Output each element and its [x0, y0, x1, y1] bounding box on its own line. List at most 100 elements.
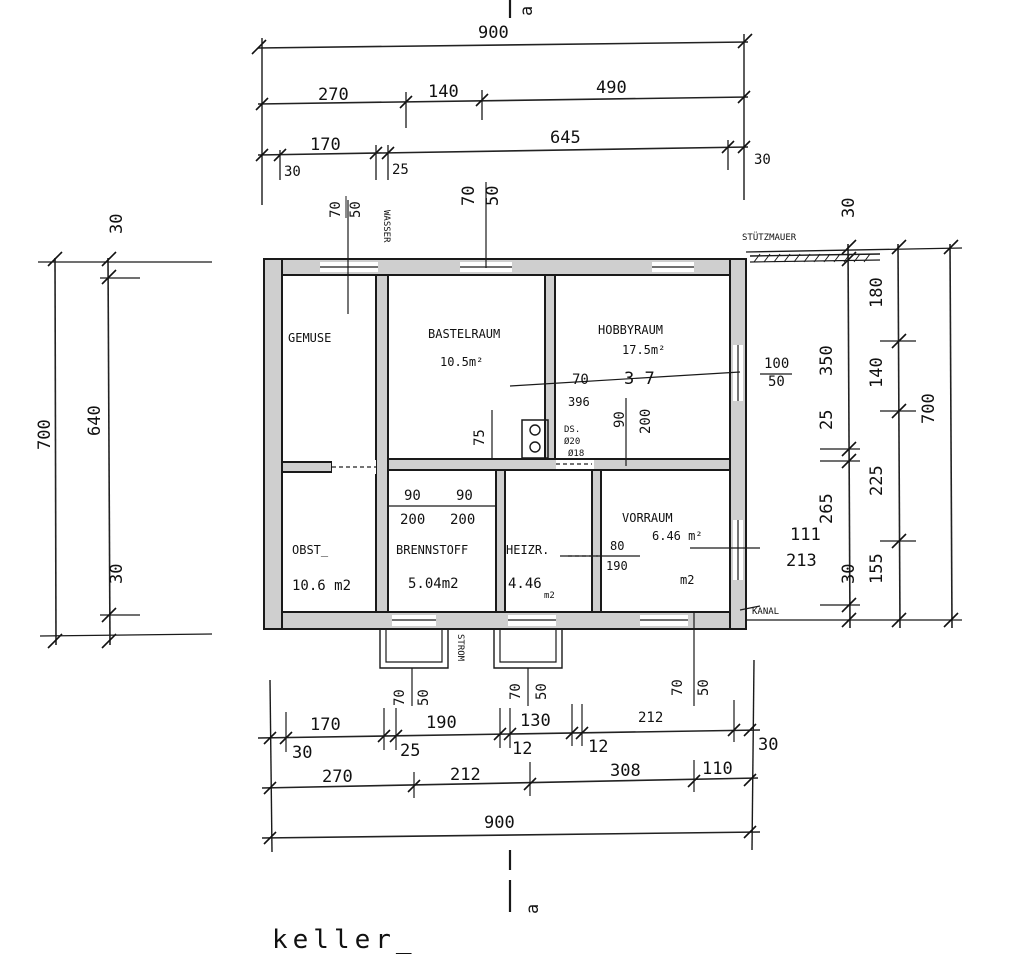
- dim-right-inner-3: 265: [817, 493, 837, 524]
- label-strom: STROM: [455, 634, 465, 662]
- win-gemuese-w: 70: [328, 201, 344, 218]
- top-dimensions: 900 270 140 490 170 645 30 25 30: [251, 23, 771, 205]
- dim-bottom-row1-d: 212: [638, 710, 663, 726]
- dim-top-row1-b: 140: [428, 82, 459, 102]
- room-vorraum-name: VORRAUM: [622, 511, 673, 525]
- section-marker-bottom-label: a: [523, 904, 543, 914]
- room-heizraum-area: 4.46: [508, 576, 542, 592]
- dim-bottom-row2-d: 110: [702, 759, 733, 779]
- dim-top-row2-a: 170: [310, 135, 341, 155]
- win-bastel-h: 50: [483, 186, 503, 206]
- right-dimensions: 700 180 140 225 155 350 25 265 30 30: [745, 198, 963, 629]
- dim-top-small-c: 30: [754, 152, 771, 168]
- room-heizraum-unit: m2: [544, 591, 555, 601]
- room-vorraum-unit: m2: [680, 573, 694, 587]
- win-vor-w: 70: [670, 679, 686, 696]
- room-gemuese-name: GEMUSE: [288, 331, 331, 345]
- section-marker-bottom: a: [508, 850, 543, 914]
- label-ds: DS.: [564, 425, 580, 435]
- dim-top-small-a: 30: [284, 164, 301, 180]
- win-heiz-w: 70: [508, 683, 524, 700]
- d-brenn-h: 200: [450, 512, 475, 528]
- dim-right-overall: 700: [919, 393, 939, 424]
- dim-top-small-b: 25: [392, 162, 409, 178]
- dim-top-row2-b: 645: [550, 128, 581, 148]
- dim-top-overall: 900: [478, 23, 509, 43]
- room-brennstoff-area: 5.04m2: [408, 576, 459, 592]
- d-396: 396: [568, 395, 590, 409]
- win-brenn-h: 50: [416, 689, 432, 706]
- label-stuetzmauer: STÜTZMAUER: [742, 232, 797, 243]
- dim-left-bottom-wall: 30: [107, 564, 127, 584]
- dim-right-inner-1: 350: [817, 345, 837, 376]
- dim-bottom-row1-a: 170: [310, 715, 341, 735]
- dim-bottom-small-e: 30: [758, 735, 778, 755]
- dim-right-seg-2: 140: [867, 357, 887, 388]
- label-ds-2: Ø18: [568, 448, 584, 459]
- room-heizraum-name: HEIZR.: [506, 543, 549, 557]
- hobby-win-w: 100: [764, 356, 789, 372]
- dim-top-row1-c: 490: [596, 78, 627, 98]
- room-labels: GEMUSE BASTELRAUM 10.5m² HOBBYRAUM 17.5m…: [288, 323, 703, 601]
- hobby-win-h: 50: [768, 374, 785, 390]
- d-vor-h: 213: [786, 551, 817, 571]
- opening-leaders: [347, 182, 761, 706]
- win-brenn-w: 70: [392, 689, 408, 706]
- left-dimensions: 700 640 30 30: [35, 214, 213, 649]
- d-vor-w: 111: [790, 525, 821, 545]
- win-vor-h: 50: [696, 679, 712, 696]
- bottom-dimensions: 170 190 130 212 30 25 12 12 30 270 212 3…: [257, 659, 778, 853]
- room-brennstoff-name: BRENNSTOFF: [396, 543, 468, 557]
- section-marker-top-label: a: [517, 6, 537, 16]
- d-heiz-w: 80: [610, 539, 624, 553]
- room-vorraum-area: 6.46 m²: [652, 529, 703, 543]
- win-bastel-w: 70: [459, 186, 479, 206]
- dim-bottom-row1-c: 130: [520, 711, 551, 731]
- dim-bottom-small-d: 12: [588, 737, 608, 757]
- hobby-door-w: 70: [572, 372, 589, 388]
- dim-right-inner-2: 25: [817, 410, 837, 430]
- d-hobby-h: 200: [638, 409, 654, 434]
- dim-left-inner: 640: [85, 405, 105, 436]
- room-hobbyraum-area: 17.5m²: [622, 343, 665, 357]
- dim-right-seg-1: 180: [867, 277, 887, 308]
- hobby-door-h: 3 7: [624, 369, 655, 389]
- dim-right-seg-3: 225: [867, 465, 887, 496]
- dim-left-top-wall: 30: [107, 214, 127, 234]
- dim-bottom-small-b: 25: [400, 741, 420, 761]
- dim-bottom-small-c: 12: [512, 739, 532, 759]
- section-marker-top: a: [508, 0, 537, 18]
- label-kanal: KANAL: [752, 607, 779, 617]
- dim-bottom-row1-b: 190: [426, 713, 457, 733]
- room-bastelraum-area: 10.5m²: [440, 355, 483, 369]
- building-walls: [263, 253, 881, 669]
- dim-right-seg-4: 155: [867, 553, 887, 584]
- dim-bottom-row2-a: 270: [322, 767, 353, 787]
- dim-bottom-small-a: 30: [292, 743, 312, 763]
- room-obst-area: 10.6 m2: [292, 578, 351, 594]
- room-hobbyraum-name: HOBBYRAUM: [598, 323, 663, 337]
- d-obst-h: 200: [400, 512, 425, 528]
- dim-right-bottom-wall: 30: [839, 564, 859, 584]
- dim-bottom-overall: 900: [484, 813, 515, 833]
- annotations: WASSER STÜTZMAUER KANAL STROM DS. Ø20 Ø1…: [381, 210, 797, 662]
- d-hobby-w: 90: [612, 411, 628, 428]
- win-gemuese-h: 50: [348, 201, 364, 218]
- d-brenn-w: 90: [456, 488, 473, 504]
- dim-left-outer: 700: [35, 419, 55, 450]
- drawing-caption: keller_: [272, 925, 417, 955]
- opening-dimensions: 70 50 70 50 70 3 7 100 50 396 90 200 75 …: [328, 186, 821, 706]
- dim-bottom-row2-b: 212: [450, 765, 481, 785]
- label-wasser: WASSER: [381, 210, 391, 243]
- room-obst-name: OBST_: [292, 543, 329, 557]
- dim-right-top-wall: 30: [839, 198, 859, 218]
- d-heiz-h: 190: [606, 559, 628, 573]
- label-ds-1: Ø20: [564, 436, 580, 447]
- d-obst-w: 90: [404, 488, 421, 504]
- dim-bottom-row2-c: 308: [610, 761, 641, 781]
- win-heiz-h: 50: [534, 683, 550, 700]
- room-bastelraum-name: BASTELRAUM: [428, 327, 500, 341]
- d-75: 75: [472, 429, 488, 446]
- dim-top-row1-a: 270: [318, 85, 349, 105]
